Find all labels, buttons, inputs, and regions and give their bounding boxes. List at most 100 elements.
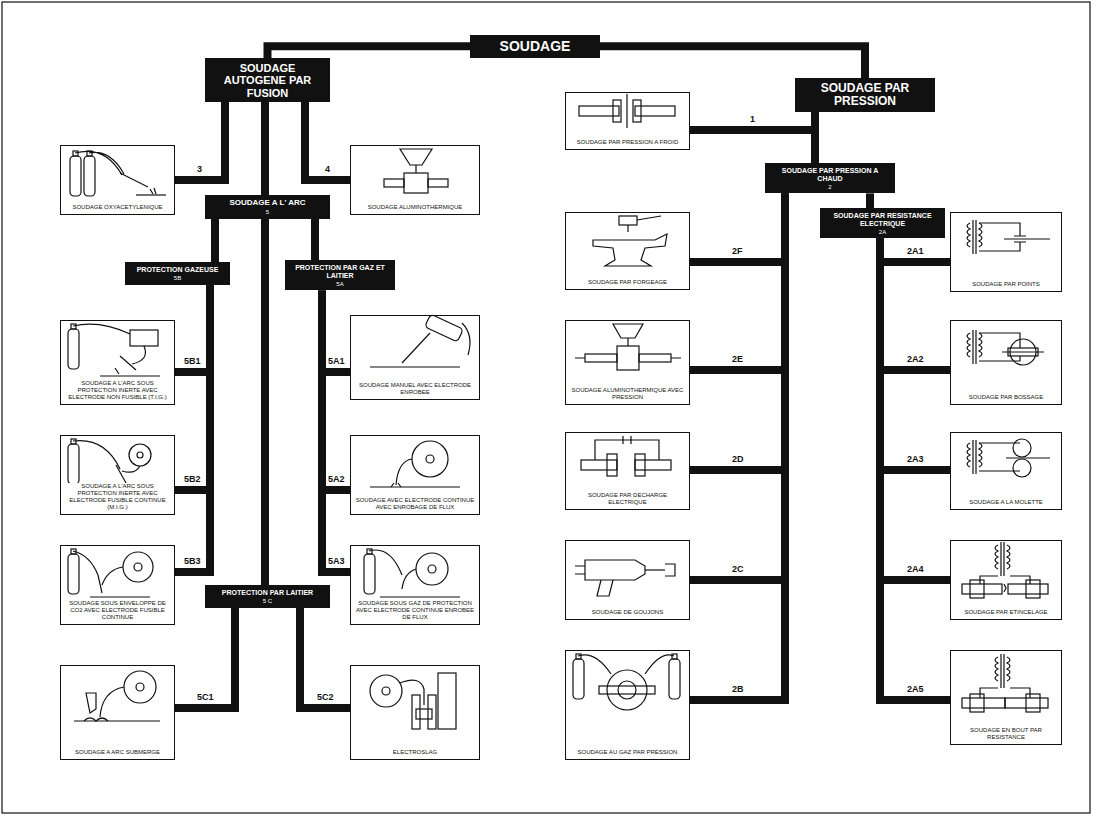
- branch-connector: [322, 290, 350, 490]
- illustration-stroke: [645, 569, 665, 570]
- process-picture-box: SOUDAGE PAR ETINCELAGE: [950, 540, 1062, 620]
- process-picture-box: SOUDAGE A L'ARC SOUS PROTECTION INERTE A…: [60, 435, 175, 515]
- illustration-stroke: [995, 542, 1010, 576]
- illustration-stroke: [415, 165, 416, 173]
- branch-number: 5B3: [183, 557, 202, 567]
- thermit-pressure-figure: [575, 324, 681, 370]
- category-title: SOUDAGE: [474, 39, 596, 55]
- process-picture-box: SOUDAGE EN BOUT PAR RESISTANCE: [950, 650, 1062, 745]
- illustration-stroke: [68, 439, 79, 484]
- projection-figure: [967, 330, 1044, 365]
- illustration-stroke: [115, 368, 119, 374]
- illustration-stroke: [364, 549, 375, 594]
- illustration-stroke: [607, 454, 617, 476]
- illustration-stroke: [150, 188, 156, 194]
- branch-number: 2A1: [906, 247, 925, 257]
- illustration-stroke: [618, 681, 636, 699]
- illustration-stroke: [1026, 694, 1040, 712]
- illustration-stroke: [575, 566, 585, 574]
- process-picture-box: ELECTROSLAG: [350, 665, 480, 760]
- illustration-stroke: [120, 356, 136, 370]
- branch-connector: [880, 238, 950, 370]
- branch-number: 5A3: [327, 557, 346, 567]
- illustration-stroke: [90, 596, 150, 597]
- flux-cored-figure: [370, 441, 460, 487]
- illustration-stroke: [120, 173, 148, 187]
- illustration-stroke: [68, 324, 79, 369]
- category-title: SOUDAGE PAR PRESSION: [799, 82, 931, 109]
- process-picture-box: SOUDAGE AVEC ELECTRODE CONTINUE AVEC ENR…: [350, 435, 480, 515]
- branch-connector: [175, 608, 235, 708]
- illustration-stroke: [979, 333, 1020, 361]
- illustration-stroke: [400, 149, 432, 165]
- illustration-stroke: [980, 688, 1030, 698]
- illustration-stroke: [426, 455, 434, 463]
- branch-number: 5C1: [196, 693, 215, 703]
- branch-number: 5A1: [327, 357, 346, 367]
- branch-connector: [305, 102, 350, 180]
- illustration-stroke: [962, 584, 1002, 594]
- illustration-stroke: [86, 693, 96, 713]
- illustration-stroke: [370, 486, 460, 487]
- manual-arc-figure: [370, 314, 470, 367]
- illustration-stroke: [370, 366, 460, 367]
- illustration-stroke: [970, 580, 984, 598]
- illustration-stroke: [462, 323, 470, 355]
- branch-number: 2F: [731, 247, 744, 257]
- illustration-stroke: [979, 443, 1020, 471]
- branch-number: 5B2: [183, 475, 202, 485]
- branch-number: 5B1: [183, 357, 202, 367]
- process-picture-box: SOUDAGE PAR DECHARGE ELECTRIQUE: [565, 432, 690, 510]
- process-caption: SOUDAGE AU GAZ PAR PRESSION: [569, 749, 686, 756]
- illustration-stroke: [416, 553, 448, 585]
- illustration-stroke: [633, 100, 641, 122]
- cold-pressure-figure: [579, 94, 675, 128]
- illustration-stroke: [84, 151, 95, 196]
- branch-connector: [211, 219, 219, 262]
- branch-number: 2D: [731, 455, 745, 465]
- illustration-stroke: [585, 354, 617, 362]
- process-picture-box: SOUDAGE SOUS ENVELOPPE DE CO2 AVEC ELECT…: [60, 545, 175, 625]
- illustration-stroke: [607, 670, 647, 710]
- branch-connector: [175, 285, 210, 572]
- category-box: PROTECTION PAR LAITIER5 C: [205, 585, 330, 608]
- illustration-stroke: [130, 330, 158, 346]
- illustration-stroke: [995, 654, 1010, 688]
- category-box: SOUDAGE AUTOGENE PAR FUSION: [205, 58, 330, 102]
- illustration-stroke: [585, 560, 645, 580]
- illustration-stroke: [396, 459, 412, 485]
- process-caption: SOUDAGE PAR FORGEAGE: [569, 279, 686, 286]
- branch-connector: [268, 46, 471, 58]
- spot-figure: [967, 220, 1050, 254]
- category-title: PROTECTION PAR LAITIER: [209, 589, 326, 597]
- illustration-stroke: [635, 454, 645, 476]
- illustration-stroke: [595, 440, 659, 460]
- category-box: SOUDAGE PAR RESISTANCE ELECTRIQUE2A: [820, 208, 945, 238]
- illustration-stroke: [384, 179, 404, 187]
- illustration-stroke: [129, 444, 151, 466]
- illustration-stroke: [979, 223, 1020, 251]
- butt-resistance-figure: [962, 654, 1048, 712]
- process-picture-box: SOUDAGE AU GAZ PAR PRESSION: [565, 650, 690, 760]
- category-title: SOUDAGE PAR PRESSION A CHAUD: [769, 167, 891, 183]
- process-picture-box: SOUDAGE OXYACETYLENIQUE: [60, 145, 175, 215]
- branch-connector: [322, 290, 350, 572]
- illustration-stroke: [623, 436, 631, 444]
- illustration-stroke: [1013, 439, 1031, 457]
- process-picture-box: SOUDAGE ALUMINOTHERMIQUE AVEC PRESSION: [565, 320, 690, 405]
- branch-connector: [690, 193, 785, 580]
- category-title: SOUDAGE A L' ARC: [209, 199, 326, 208]
- illustration-stroke: [967, 440, 982, 474]
- category-box: PROTECTION GAZEUSE5B: [125, 262, 230, 285]
- category-number: 2A: [824, 229, 941, 236]
- process-caption: SOUDAGE A L'ARC SOUS PROTECTION INERTE A…: [64, 483, 171, 511]
- illustration-stroke: [136, 194, 166, 195]
- illustration-stroke: [438, 673, 456, 729]
- branch-connector: [600, 46, 865, 78]
- gas-flux-figure: [364, 549, 460, 597]
- illustration-stroke: [425, 314, 464, 342]
- category-box: SOUDAGE PAR PRESSION: [795, 78, 935, 112]
- process-caption: SOUDAGE PAR BOSSAGE: [954, 394, 1058, 401]
